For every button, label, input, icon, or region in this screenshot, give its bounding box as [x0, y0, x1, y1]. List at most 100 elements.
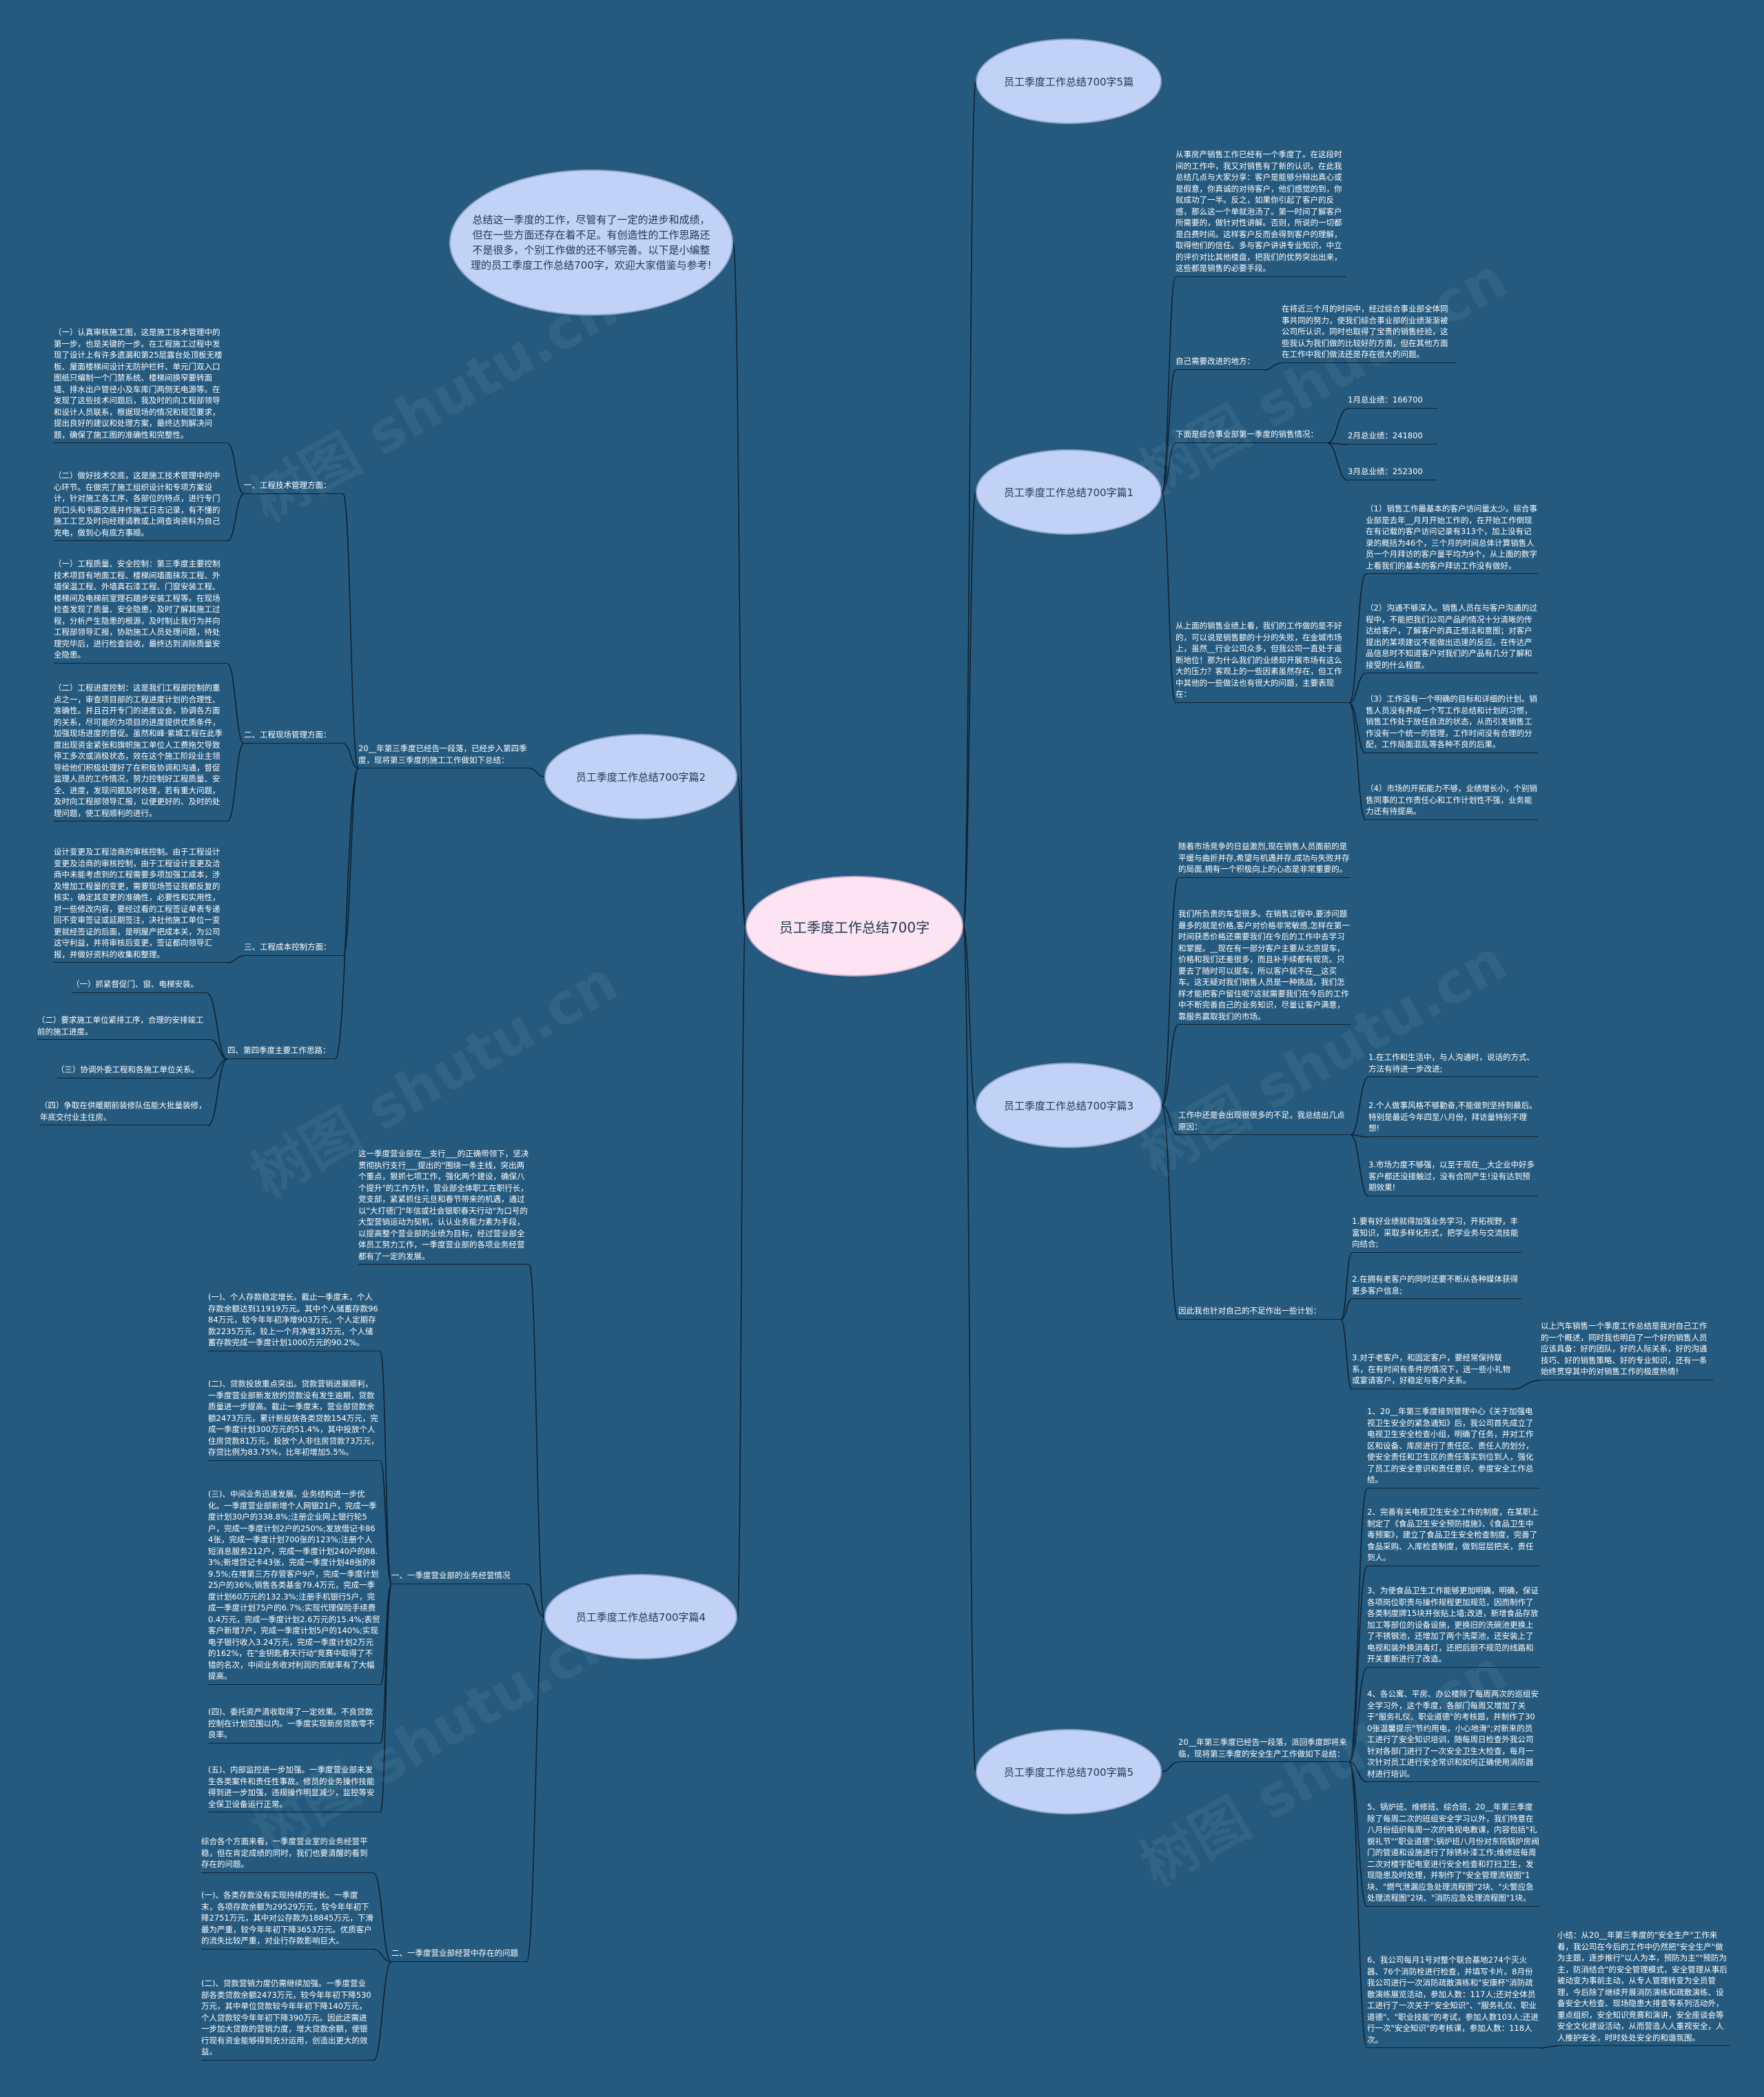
- connector-line: [1350, 1134, 1369, 1197]
- p1-sales-item: 3月总业绩：252300: [1348, 466, 1437, 480]
- branch-p5-all[interactable]: 员工季度工作总结700字5篇: [976, 39, 1162, 124]
- p2-s1-item: （一）认真审核施工图，这是施工技术管理中的第一步，也是关键的一步。在工程施工过程…: [54, 327, 227, 443]
- connector-line: [334, 768, 359, 1060]
- p5-item: 2、完善有关电视卫生安全工作的制度，在某职上制定了《食品卫生安全预防措施》、《食…: [1367, 1507, 1539, 1566]
- connector-line: [529, 1264, 545, 1617]
- p3-lack: 2.个人做事风格不够勤奋,不能做到坚持到最后。特别是最近今年四至八月份，拜访量特…: [1368, 1101, 1538, 1136]
- branch-p5[interactable]: 员工季度工作总结700字篇5: [976, 1729, 1162, 1814]
- p2-s4-item: （一）抓紧督促门、窗、电梯安装。: [72, 979, 207, 992]
- p1-intro: 从事房产销售工作已经有一个季度了。在这段时间的工作中，我又对销售有了新的认识。在…: [1176, 149, 1346, 276]
- connector-line: [737, 776, 746, 927]
- connector-line: [373, 1949, 392, 1963]
- p4-s1-item: (四)、委托资产清收取得了一定效果。不良贷款控制在计划范围以内。一季度实现新房贷…: [208, 1706, 380, 1743]
- p4-s2-label: 二、一季度营业部经营中存在的问题: [391, 1947, 526, 1961]
- connector-line: [1348, 1761, 1368, 1907]
- p3-plan: 3.对于老客户，和固定客户，要经常保持联系，在有时间有条件的情况下，送一些小礼物…: [1352, 1353, 1510, 1389]
- connector-line: [227, 493, 245, 542]
- connector-line: [1161, 491, 1176, 704]
- p1-sales-item: 2月总业绩：241800: [1348, 430, 1437, 444]
- connector-line: [963, 925, 976, 1772]
- connector-line: [227, 442, 245, 495]
- p4-s1-item: (一)、个人存款稳定增长。截止一季度末，个人存款余额达到11919万元。其中个人…: [208, 1291, 380, 1351]
- p3-plan-label: 因此我也针对自己的不足作出一些计划：: [1178, 1305, 1341, 1319]
- connector-line: [380, 1351, 392, 1585]
- p2-s4-item: （二）要求施工单位紧排工序，合理的安排竣工前的施工进度。: [37, 1014, 211, 1040]
- connector-line: [342, 768, 359, 957]
- p3-intro-1: 随着市场竞争的日益激烈,现在销售人员面前的是平缓与曲折并存,希望与机遇并存,成功…: [1178, 841, 1351, 877]
- p1-improve-text: 在将近三个月的时间中，经过综合事业部全体同事共同的努力，使我们综合事业部的业绩渐…: [1282, 303, 1455, 362]
- p4-s2-item: (一)、各类存款没有实现持续的增长。一季度末，各项存款余额为29529万元，较今…: [201, 1890, 373, 1949]
- p2-s4-label: 四、第四季度主要工作思路：: [227, 1045, 335, 1058]
- connector-line: [1510, 1380, 1541, 1390]
- root-node[interactable]: 员工季度工作总结700字: [746, 876, 963, 976]
- connector-line: [737, 925, 746, 1617]
- p3-lacks-label: 工作中还是会出现很很多的不足，我总结出几点原因：: [1178, 1109, 1351, 1135]
- p3-plan: 2.在拥有老客户的同时还要不断从各种媒体获得更多客户信息;: [1352, 1273, 1521, 1299]
- branch-p4[interactable]: 员工季度工作总结700字篇4: [544, 1574, 737, 1659]
- connector-line: [1348, 1566, 1368, 1763]
- intro-bubble[interactable]: 总结这一季度的工作，尽管有了一定的进步和成绩，但在一些方面还存在着不足。有创造性…: [449, 170, 733, 316]
- p5-item: 3、为使食品卫生工作能够更加明确，明确，保证各项岗位职责与操作规程更加规范，因而…: [1367, 1586, 1539, 1667]
- p2-s2-item: （二）工程进度控制：这是我们工程部控制的重点之一，审查项目部的工程进度计划的合理…: [54, 682, 227, 821]
- connector-line: [1348, 1488, 1368, 1763]
- connector-line: [1348, 1761, 1368, 1783]
- p2-intro: 20__年第三季度已经告一段落，已经步入第四季度，现将第三季度的施工工作做如下总…: [358, 743, 529, 768]
- p1-problem: （3）工作没有一个明确的目标和详细的计划。销售人员没有养成一个写工作总结和计划的…: [1366, 694, 1538, 753]
- p5-item: 1、20__年第三季度接到管理中心《关于加强电视卫生安全的紧急通知》后，我公司首…: [1367, 1406, 1539, 1488]
- connector-line: [373, 1961, 392, 2061]
- connector-line: [1348, 573, 1366, 704]
- p3-lack: 1.在工作和生活中，与人沟通时，说话的方式、方法有待进一步改进;: [1368, 1052, 1538, 1077]
- p2-s2-item: （一）工程质量、安全控制：第三季度主要控制技术项目有地面工程、楼梯间墙面抹灰工程…: [54, 558, 227, 663]
- connector-line: [1340, 1252, 1353, 1320]
- p5-summary: 小结：从20__年第三季度的"安全生产"工作来看，我公司在今后的工作中仍然把"安…: [1557, 1930, 1730, 2046]
- connector-line: [1340, 1298, 1353, 1320]
- connector-line: [1350, 1134, 1369, 1138]
- connector-line: [1161, 877, 1179, 1106]
- p1-problem: （2）沟通不够深入。销售人员在与客户沟通的过程中，不能把我们公司产品的情况十分清…: [1366, 603, 1538, 673]
- p4-s1-item: (二)、贷款投放重点突出。贷款营销进展顺利，一季度营业部新发放的贷款没有发生逾期…: [208, 1378, 380, 1460]
- connector-line: [227, 743, 245, 822]
- connector-line: [1348, 1761, 1368, 2049]
- p5-intro: 20__年第三季度已经告一段落，派回季度即将来临，现将第三季度的安全生产工作做如…: [1178, 1737, 1349, 1762]
- p4-s2-intro: 综合各个方面来看，一季度营业室的业务经营平稳，但在肯定成绩的同时，我们也要清醒的…: [201, 1836, 373, 1872]
- connector-line: [227, 663, 245, 744]
- p4-s1-label: 一、一季度营业部的业务经营情况: [391, 1570, 526, 1584]
- connector-line: [380, 1584, 392, 1813]
- connector-line: [1161, 1105, 1179, 1136]
- connector-line: [1350, 1076, 1369, 1136]
- branch-p3[interactable]: 员工季度工作总结700字篇3: [976, 1063, 1162, 1148]
- p1-problems-label: 从上面的销售业绩上看，我们的工作做的是不好的，可以说是销售额的十分的失败，在金城…: [1176, 620, 1349, 702]
- connector-line: [342, 493, 359, 769]
- p3-intro-2: 我们所负责的车型很多。在销售过程中,要涉问题最多的就是价格,客户对价格非常敏感,…: [1178, 909, 1351, 1025]
- connector-line: [373, 1872, 392, 1963]
- p4-intro: 这一季度营业部在__支行___的正确带领下，坚决贯彻执行支行___提出的"围绕一…: [358, 1149, 529, 1265]
- p5-item: 4、各公寓、平房、办公楼除了每周两次的巡组安全学习外，这个季度，各部门每周又增加…: [1367, 1689, 1539, 1782]
- branch-p2[interactable]: 员工季度工作总结700字篇2: [544, 734, 737, 819]
- connector-line: [1161, 1024, 1179, 1106]
- p2-s3-label: 三、工程成本控制方面：: [244, 941, 343, 955]
- branch-p1[interactable]: 员工季度工作总结700字篇1: [976, 449, 1162, 535]
- connector-line: [526, 1584, 545, 1617]
- p4-s1-item: (三)、中间业务迅速发展。业务结构进一步优化。一季度营业部新增个人网银21户，完…: [208, 1489, 380, 1684]
- connector-line: [963, 491, 976, 927]
- p2-s3-text: 设计变更及工程洽商的审核控制。由于工程设计变更及洽商的审核控制，由于工程设计变更…: [54, 846, 227, 963]
- connector-line: [1348, 702, 1366, 754]
- connector-line: [1161, 1761, 1179, 1772]
- connector-line: [963, 925, 976, 1106]
- p2-s2-label: 二、工程现场管理方面：: [244, 729, 343, 743]
- p2-s4-item: （四）争取在供暖期前装修队伍能大批量装修，年底交付业主住房。: [40, 1100, 208, 1125]
- p1-improve-label: 自己需要改进的地方：: [1176, 356, 1264, 369]
- connector-line: [1348, 1667, 1368, 1763]
- p2-s4-item: （三）协调外委工程和各施工单位关系。: [57, 1064, 208, 1078]
- p1-sales-item: 1月总业绩：166700: [1348, 394, 1437, 408]
- p3-lack: 3.市场力度不够强，以至于现在__大企业中好多客户都还没接触过，没有合同产生!没…: [1368, 1159, 1538, 1196]
- p1-problem: （1）销售工作最基本的客户访问量太少。综合事业部是去年__月月开始工作的，在开始…: [1366, 504, 1538, 574]
- p3-summary: 以上汽车销售一个季度工作总结是我对自己工作的一个概述，同时我也明白了一个好的销售…: [1541, 1320, 1713, 1380]
- connector-line: [1340, 1319, 1353, 1390]
- connector-line: [1348, 702, 1366, 821]
- connector-line: [1539, 2045, 1558, 2049]
- p3-plan: 1.要有好业绩就得加强业务学习，开拓视野，丰富知识，采取多样化形式，把学业务与交…: [1352, 1216, 1521, 1252]
- connector-line: [1326, 442, 1348, 445]
